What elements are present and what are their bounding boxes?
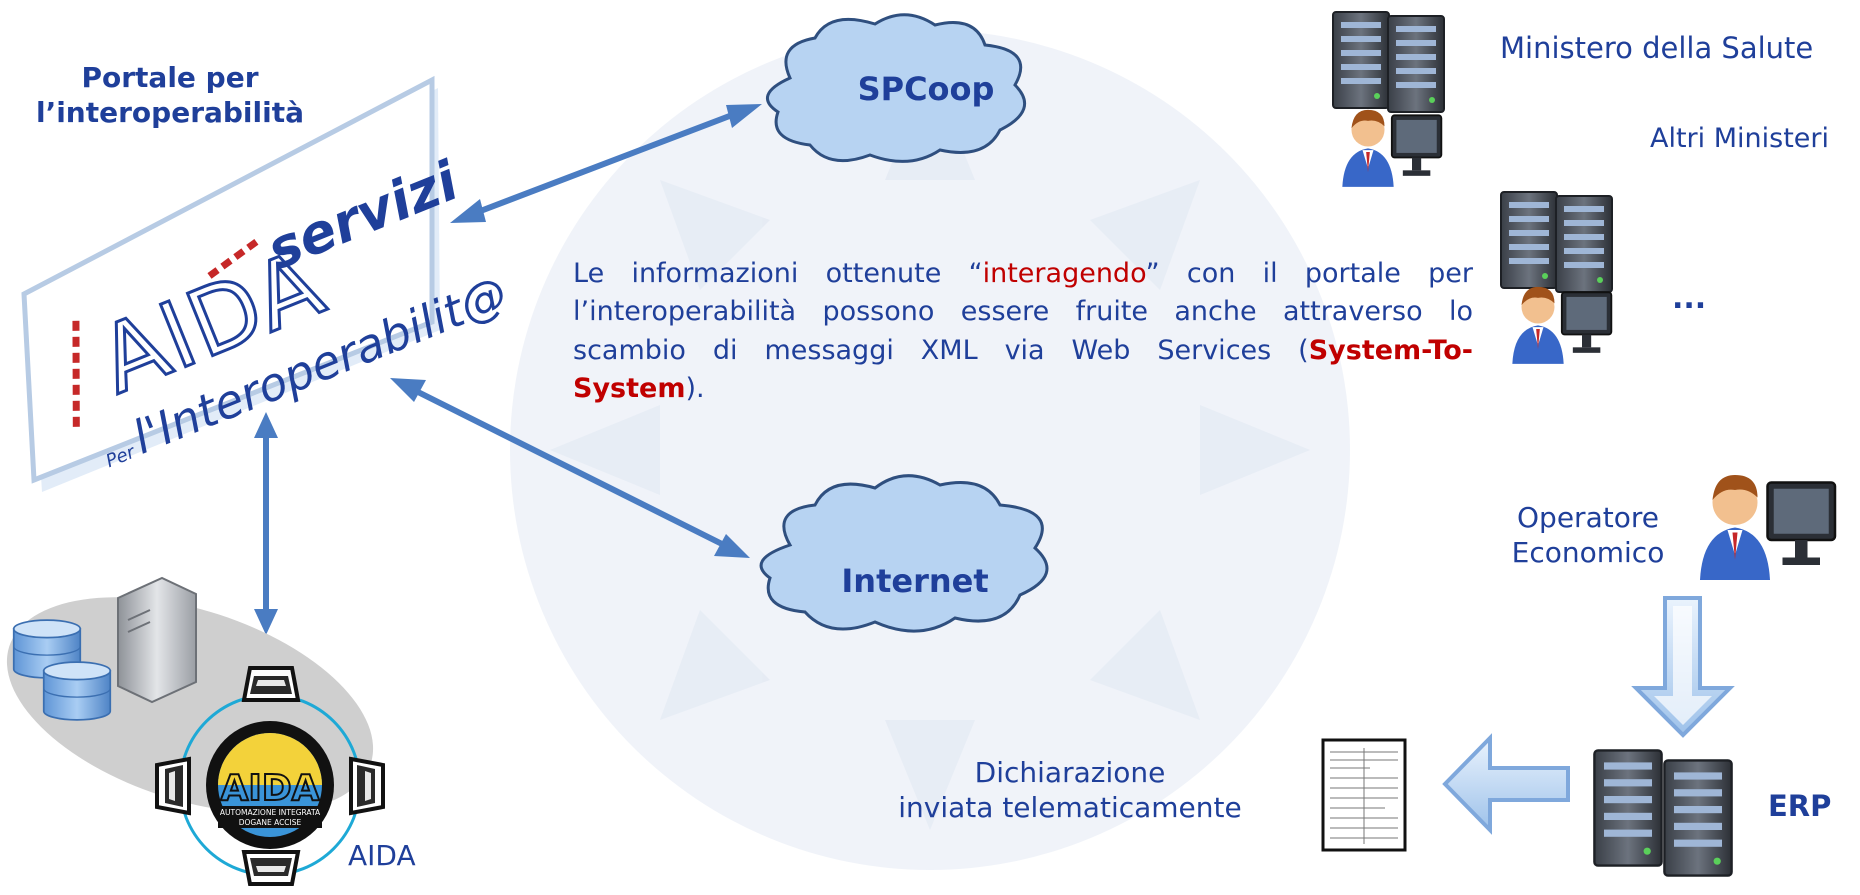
paragraph-part3: ). [685, 372, 705, 404]
ministero-label: Ministero della Salute [1500, 31, 1814, 65]
operatore-user-icon [1698, 473, 1837, 580]
spcoop-cloud: SPCoop [766, 13, 1026, 163]
paragraph-part1: Le informazioni ottenute “ [573, 258, 983, 289]
paragraph-highlight-system: System-To-System [573, 334, 1473, 404]
ministero-user-icon [1341, 108, 1443, 187]
aida-pod-bottom-icon [242, 850, 300, 886]
database-icon-2 [42, 661, 112, 721]
operatore-label: Operatore Economico [1488, 500, 1688, 570]
aida-system: AIDA AUTOMAZIONE INTEGRATA DOGANE ACCISE [6, 576, 385, 886]
left-arrow-icon [1442, 733, 1570, 835]
operatore-label-line1: Operatore [1517, 501, 1659, 534]
portal-title-line1: Portale per [81, 61, 259, 94]
altri-servers-icon [1499, 190, 1614, 294]
paragraph-part2: ” con il portale per l’interoperabilità … [573, 258, 1473, 366]
altri-user-icon [1511, 285, 1613, 364]
arrows [254, 104, 762, 635]
arrow-portal-internet [408, 385, 732, 551]
operatore-label-line2: Economico [1511, 536, 1665, 569]
tower-server-icon [117, 576, 197, 704]
altri-ministeri-label: Altri Ministeri [1650, 123, 1830, 154]
spcoop-label: SPCoop [858, 70, 995, 108]
aida-logo-subtitle-1: AUTOMAZIONE INTEGRATA [220, 808, 321, 817]
declaration-line1: Dichiarazione [974, 756, 1166, 789]
declaration-label: Dichiarazione inviata telematicamente [890, 755, 1250, 825]
aida-label: AIDA [348, 839, 416, 872]
internet-cloud: Internet [759, 474, 1049, 633]
declaration-line2: inviata telematicamente [898, 791, 1242, 824]
erp-servers-icon [1593, 749, 1733, 877]
portal-title-line2: l’interoperabilità [35, 96, 305, 129]
ministero-servers-icon [1331, 10, 1446, 114]
aida-logo-text: AIDA [221, 768, 320, 809]
aida-pod-right-icon [349, 757, 385, 815]
aida-pod-left-icon [155, 757, 191, 815]
ellipsis-label: ... [1672, 281, 1707, 316]
description-paragraph: Le informazioni ottenute “interagendo” c… [573, 255, 1473, 408]
aida-logo: AIDA AUTOMAZIONE INTEGRATA DOGANE ACCISE [206, 721, 334, 849]
aida-pod-top-icon [242, 666, 300, 702]
arrow-portal-spcoop [468, 109, 742, 218]
erp-label: ERP [1768, 789, 1832, 823]
aida-logo-subtitle-2: DOGANE ACCISE [239, 818, 302, 827]
internet-label: Internet [841, 562, 988, 600]
document-icon [1321, 738, 1407, 852]
paragraph-highlight-interagendo: interagendo [982, 258, 1146, 289]
portal-title: Portale per l’interoperabilità [30, 60, 310, 130]
